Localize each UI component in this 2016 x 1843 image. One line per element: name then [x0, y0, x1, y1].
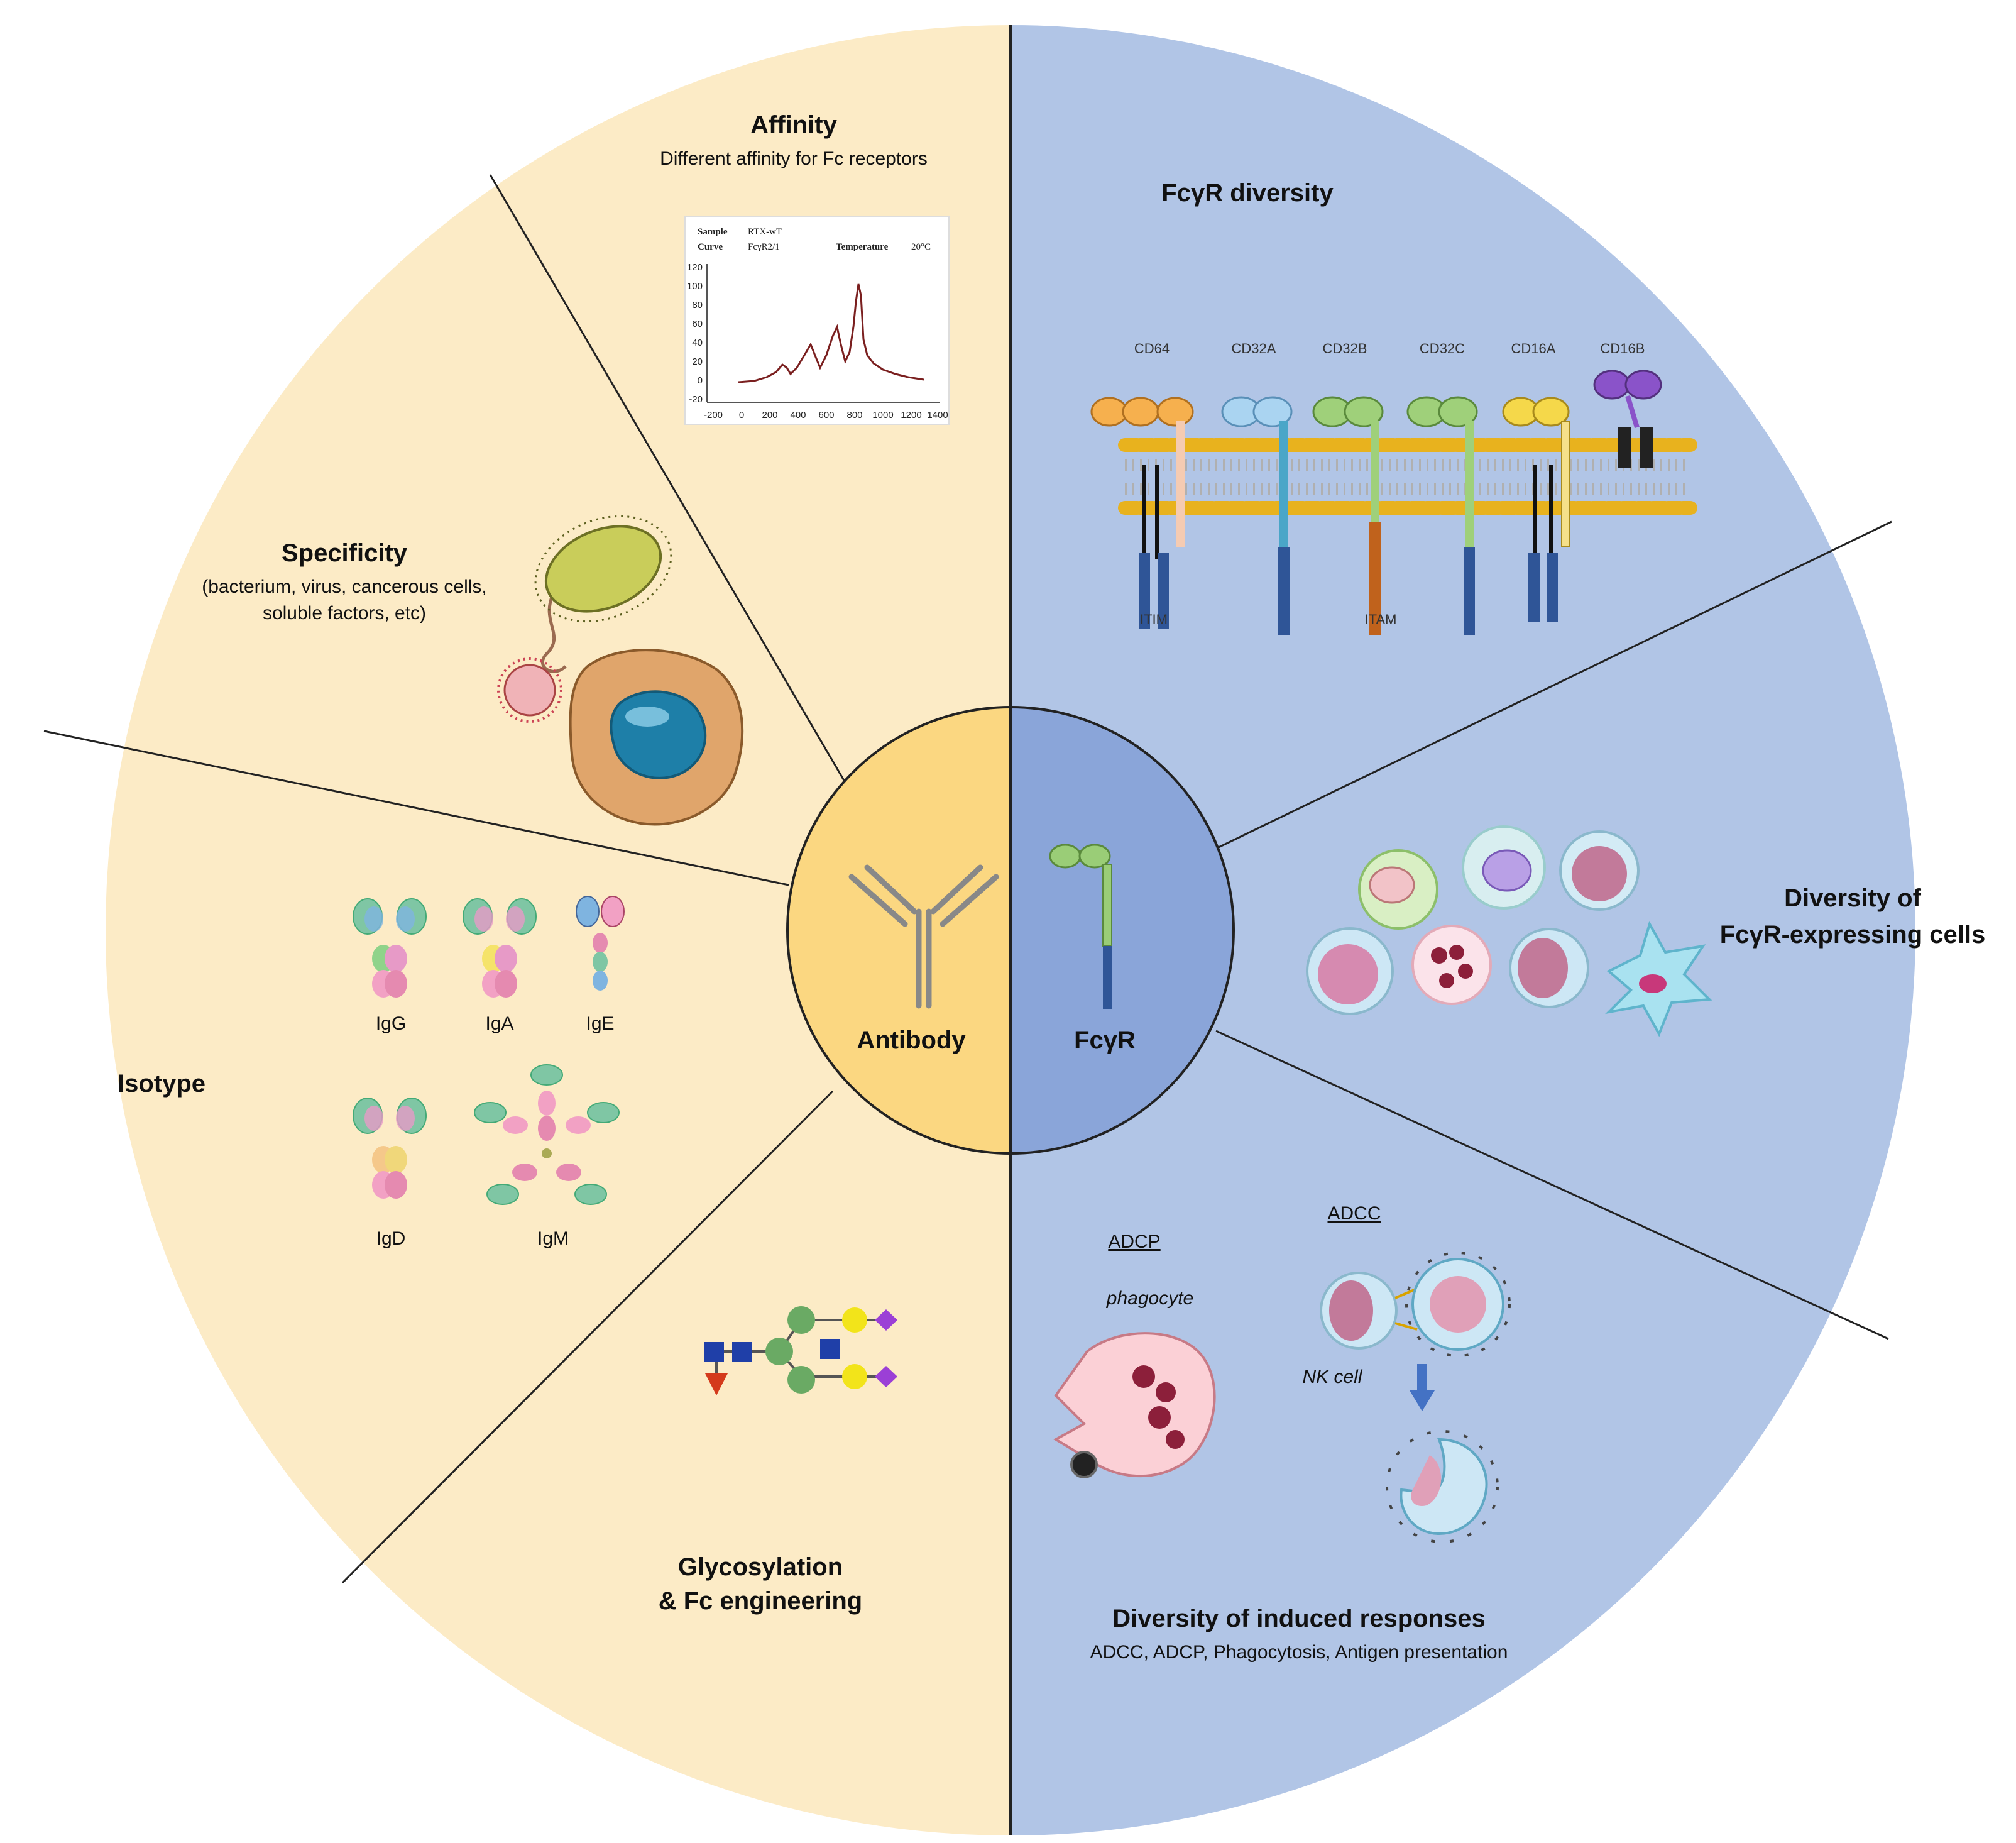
glycosylation-line2: & Fc engineering	[659, 1587, 863, 1615]
thermogram-temperature-label: Temperature	[836, 242, 889, 252]
isotype-title: Isotype	[118, 1070, 205, 1098]
affinity-subtitle: Different affinity for Fc receptors	[660, 148, 928, 169]
fcr-diversity-title: FcγR diversity	[1161, 179, 1334, 207]
thermogram-temperature-value: 20°C	[911, 242, 931, 252]
affinity-thermogram: Sample RTX-wT Curve FcγR2/1 Temperature …	[684, 216, 950, 425]
cd32b-receptor	[1312, 396, 1384, 635]
x-tick: 1400	[927, 410, 948, 421]
specificity-line1: (bacterium, virus, cancerous cells,	[202, 576, 487, 597]
y-tick: 120	[687, 262, 703, 273]
thermogram-sample-value: RTX-wT	[748, 227, 782, 237]
cells-title-line2: FcγR-expressing cells	[1720, 921, 1985, 949]
lysed-cell-icon	[1386, 1430, 1499, 1543]
igd-label: IgD	[376, 1228, 406, 1249]
iga-label: IgA	[485, 1013, 513, 1034]
membrane-bilayer	[1118, 438, 1697, 515]
y-tick: 0	[698, 375, 703, 386]
b-cell-icon	[1306, 927, 1394, 1015]
antibody-label: Antibody	[857, 1026, 966, 1054]
receptor-label-cd64: CD64	[1134, 341, 1170, 356]
cd32c-receptor	[1406, 396, 1478, 635]
dendritic-cell-icon	[1605, 920, 1712, 1037]
iga-icon	[463, 898, 537, 998]
adcc-label: ADCC	[1327, 1203, 1381, 1224]
ige-label: IgE	[586, 1013, 614, 1034]
virus-icon	[497, 657, 562, 723]
specificity-section: Specificity (bacterium, virus, cancerous…	[202, 515, 744, 826]
igg-label: IgG	[376, 1013, 406, 1034]
fcr-receptor-icon	[1049, 844, 1112, 1009]
nk-cell-icon	[1320, 1272, 1418, 1350]
receptor-label-cd32a: CD32A	[1232, 341, 1276, 356]
affinity-title: Affinity	[750, 111, 838, 139]
specificity-line2: soluble factors, etc)	[263, 603, 426, 624]
bacterium-icon	[534, 515, 672, 673]
lymphocyte-icon	[1559, 830, 1640, 911]
antibody-icon	[848, 864, 999, 1009]
x-tick: 800	[846, 410, 862, 421]
igm-icon	[474, 1064, 620, 1205]
fcr-diversity-section: FcγR diversity CD64 CD32A CD32B CD32C CD…	[1090, 179, 1697, 635]
x-tick: 0	[739, 410, 744, 421]
glycosylation-line1: Glycosylation	[678, 1553, 843, 1581]
x-tick: 600	[818, 410, 834, 421]
isotype-section: Isotype IgG IgA	[118, 896, 625, 1249]
center-hub: Antibody FcγR	[786, 706, 1235, 1155]
fcr-label: FcγR	[1074, 1026, 1136, 1054]
receptor-label-cd32c: CD32C	[1420, 341, 1465, 356]
y-tick: 80	[692, 300, 703, 311]
adcp-label: ADCP	[1108, 1231, 1160, 1252]
cd32a-receptor	[1221, 396, 1293, 635]
down-arrow-icon	[1410, 1364, 1435, 1411]
y-tick: 100	[687, 281, 703, 292]
thermogram-curve	[738, 283, 924, 383]
phagocyte-icon	[1053, 1332, 1216, 1478]
thermogram-curve-label: Curve	[698, 242, 723, 252]
glycan-icon	[704, 1306, 897, 1395]
cd16b-receptor	[1593, 370, 1662, 468]
antibody-half	[106, 25, 1011, 1835]
motif-itam: ITAM	[1365, 612, 1397, 627]
responses-subtitle: ADCC, ADCP, Phagocytosis, Antigen presen…	[1090, 1642, 1508, 1663]
igm-label: IgM	[537, 1228, 569, 1249]
specificity-title: Specificity	[282, 539, 408, 567]
y-tick: 20	[692, 356, 703, 367]
x-tick: 400	[790, 410, 806, 421]
cells-section: Diversity of FcγR-expressing cells	[1306, 825, 1985, 1037]
receptor-label-cd16a: CD16A	[1511, 341, 1556, 356]
cd16a-receptor	[1502, 397, 1570, 622]
neutrophil-icon	[1411, 925, 1492, 1005]
responses-section: ADCP phagocyte ADCC NK cell	[1053, 1203, 1511, 1663]
thermogram-curve-value: FcγR2/1	[748, 242, 780, 252]
thermogram-sample-label: Sample	[698, 227, 728, 237]
cd64-receptor	[1090, 397, 1194, 629]
y-tick: -20	[689, 394, 703, 405]
cancer-cell-icon	[569, 649, 744, 826]
basophil-icon	[1462, 825, 1546, 910]
x-tick: -200	[704, 410, 723, 421]
igg-icon	[353, 898, 427, 998]
monocyte-icon	[1358, 849, 1438, 930]
motif-itim: ITIM	[1140, 612, 1168, 627]
x-tick: 1200	[901, 410, 921, 421]
nk-cell-label: NK cell	[1302, 1367, 1362, 1387]
receptor-label-cd32b: CD32B	[1323, 341, 1367, 356]
glycosylation-section: Glycosylation & Fc engineering	[659, 1306, 897, 1615]
y-tick: 40	[692, 338, 703, 348]
target-cell-icon	[1405, 1252, 1511, 1357]
ige-icon	[576, 896, 625, 991]
cells-title-line1: Diversity of	[1784, 884, 1922, 912]
nk-lymphocyte-icon	[1509, 928, 1589, 1008]
x-tick: 200	[762, 410, 777, 421]
phagocyte-label: phagocyte	[1106, 1288, 1193, 1309]
responses-title: Diversity of induced responses	[1112, 1605, 1486, 1632]
receptor-label-cd16b: CD16B	[1601, 341, 1645, 356]
affinity-section: Affinity Different affinity for Fc recep…	[660, 111, 950, 425]
y-tick: 60	[692, 319, 703, 329]
igd-icon	[353, 1098, 427, 1199]
x-tick: 1000	[872, 410, 893, 421]
